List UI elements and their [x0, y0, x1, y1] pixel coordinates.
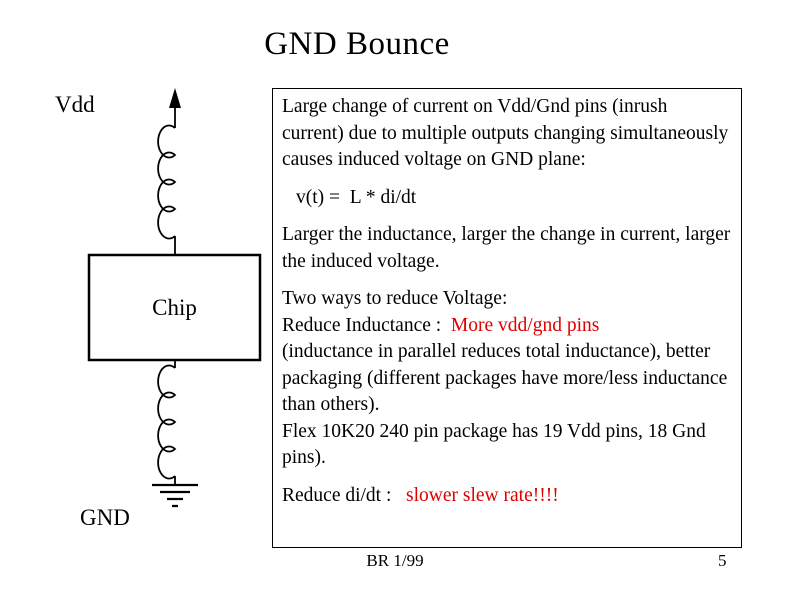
two-ways-block: Two ways to reduce Voltage: Reduce Induc…	[282, 286, 732, 472]
vdd-label: Vdd	[55, 92, 95, 117]
ground-symbol-icon	[152, 483, 198, 508]
reduce-inductance-highlight: More vdd/gnd pins	[450, 314, 600, 336]
inductance-effect-paragraph: Larger the inductance, larger the change…	[282, 224, 731, 272]
equation-text: v(t) = L * di/dt	[296, 186, 417, 208]
reduce-didt-prefix: Reduce di/dt :	[282, 484, 407, 506]
top-inductor-coil	[157, 124, 177, 240]
circuit-diagram	[87, 88, 262, 508]
bottom-inductor-coil	[157, 364, 177, 480]
reduce-inductance-line: Reduce Inductance : More vdd/gnd pins	[282, 313, 732, 340]
flex-package-note: Flex 10K20 240 pin package has 19 Vdd pi…	[282, 420, 706, 469]
reduce-didt-line: Reduce di/dt : slower slew rate!!!!	[282, 483, 732, 510]
chip-label: Chip	[152, 294, 197, 320]
page-number: 5	[718, 551, 727, 570]
vdd-arrow-icon	[169, 88, 181, 108]
chip-box	[87, 253, 262, 362]
gnd-label: GND	[80, 505, 130, 530]
reduce-didt-highlight: slower slew rate!!!!	[406, 484, 559, 506]
inductance-details: (inductance in parallel reduces total in…	[282, 341, 728, 415]
two-ways-heading: Two ways to reduce Voltage:	[282, 288, 508, 309]
intro-paragraph: Large change of current on Vdd/Gnd pins …	[282, 96, 729, 170]
reduce-inductance-prefix: Reduce Inductance :	[282, 314, 451, 336]
slide-title: GND Bounce	[264, 26, 450, 62]
notes-textbox: Large change of current on Vdd/Gnd pins …	[272, 88, 742, 548]
footer-credit: BR 1/99	[366, 551, 424, 570]
